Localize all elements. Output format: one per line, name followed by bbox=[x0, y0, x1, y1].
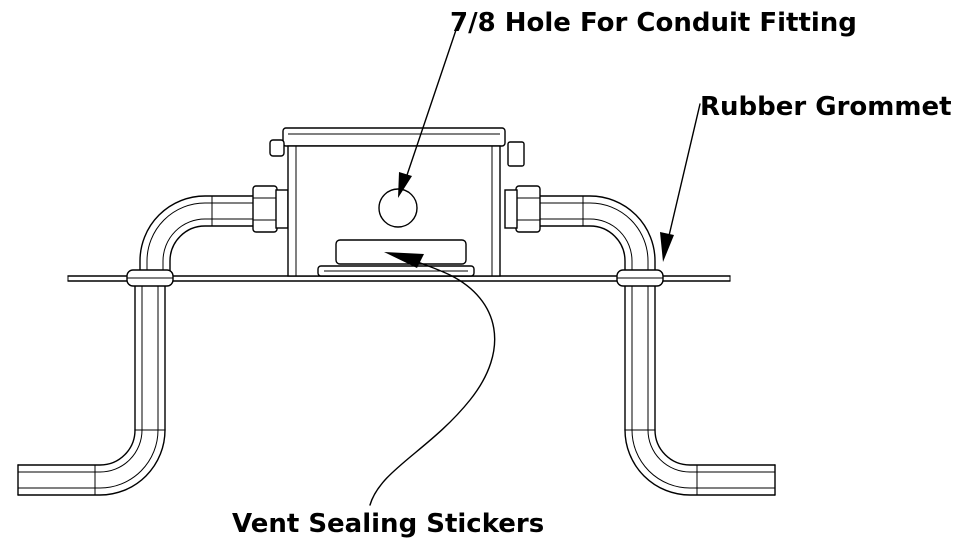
vent-sticker bbox=[335, 239, 467, 265]
leader-hole bbox=[398, 23, 459, 198]
hole-label: 7/8 Hole For Conduit Fitting bbox=[450, 8, 857, 38]
leader-vent bbox=[369, 252, 496, 506]
left-cable-gland bbox=[252, 185, 289, 233]
conduit-hole bbox=[378, 188, 418, 228]
right-cable-gland bbox=[504, 185, 541, 233]
vent-label: Vent Sealing Stickers bbox=[232, 509, 545, 539]
left-conduit-pipe bbox=[17, 195, 256, 496]
right-conduit-pipe bbox=[539, 195, 776, 496]
grommet-label: Rubber Grommet bbox=[700, 92, 952, 122]
leader-grommet bbox=[660, 103, 701, 262]
